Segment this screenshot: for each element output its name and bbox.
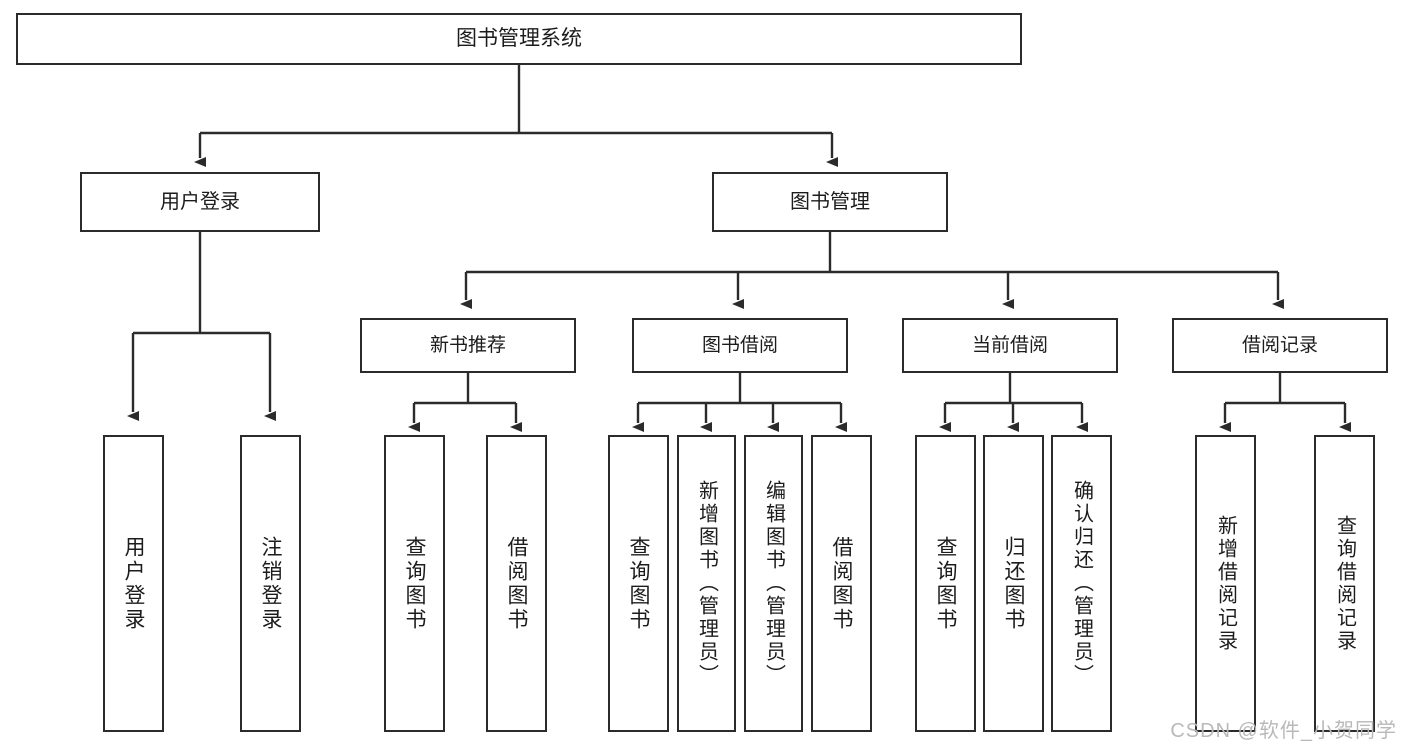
- node-leaf-borrow-book-1[interactable]: 借阅图书: [486, 435, 547, 732]
- watermark-text: CSDN @软件_小贺同学: [1170, 720, 1397, 742]
- node-borrow-record-label: 借阅记录: [1241, 334, 1318, 356]
- node-book-management-label: 图书管理: [790, 190, 870, 213]
- node-leaf-borrow-book-2[interactable]: 借阅图书: [811, 435, 872, 732]
- node-new-book-recommend-label: 新书推荐: [429, 334, 506, 356]
- node-leaf-query-book-1-label: 查询图书: [403, 535, 426, 632]
- node-leaf-return-book-label: 归还图书: [1002, 535, 1025, 632]
- node-leaf-logout-login-label: 注销登录: [259, 535, 282, 632]
- node-leaf-query-record[interactable]: 查询借阅记录: [1314, 435, 1375, 732]
- node-root-label: 图书管理系统: [456, 27, 582, 51]
- node-leaf-add-book[interactable]: 新增图书（管理员）: [677, 435, 736, 732]
- node-leaf-borrow-book-2-label: 借阅图书: [830, 535, 853, 632]
- node-leaf-add-book-label: 新增图书（管理员）: [695, 480, 718, 687]
- node-leaf-query-book-2[interactable]: 查询图书: [608, 435, 669, 732]
- node-leaf-add-record[interactable]: 新增借阅记录: [1195, 435, 1256, 732]
- node-leaf-return-book[interactable]: 归还图书: [983, 435, 1044, 732]
- node-leaf-query-book-2-label: 查询图书: [627, 535, 650, 632]
- node-leaf-confirm-return[interactable]: 确认归还（管理员）: [1051, 435, 1112, 732]
- node-leaf-user-login-label: 用户登录: [122, 535, 145, 632]
- node-user-login[interactable]: 用户登录: [80, 172, 320, 232]
- node-current-borrow[interactable]: 当前借阅: [902, 318, 1118, 373]
- node-leaf-logout-login[interactable]: 注销登录: [240, 435, 301, 732]
- node-leaf-query-book-3-label: 查询图书: [934, 535, 957, 632]
- node-leaf-query-book-3[interactable]: 查询图书: [915, 435, 976, 732]
- node-leaf-user-login[interactable]: 用户登录: [103, 435, 164, 732]
- node-book-borrow-label: 图书借阅: [701, 334, 778, 356]
- node-new-book-recommend[interactable]: 新书推荐: [360, 318, 576, 373]
- node-leaf-edit-book-label: 编辑图书（管理员）: [762, 480, 785, 687]
- node-leaf-add-record-label: 新增借阅记录: [1214, 514, 1237, 653]
- node-leaf-edit-book[interactable]: 编辑图书（管理员）: [744, 435, 803, 732]
- node-leaf-borrow-book-1-label: 借阅图书: [505, 535, 528, 632]
- node-root[interactable]: 图书管理系统: [16, 13, 1022, 65]
- node-user-login-label: 用户登录: [160, 190, 240, 213]
- node-borrow-record[interactable]: 借阅记录: [1172, 318, 1388, 373]
- node-book-management[interactable]: 图书管理: [712, 172, 948, 232]
- node-leaf-confirm-return-label: 确认归还（管理员）: [1070, 480, 1093, 687]
- node-current-borrow-label: 当前借阅: [971, 334, 1048, 356]
- node-leaf-query-record-label: 查询借阅记录: [1333, 514, 1356, 653]
- node-book-borrow[interactable]: 图书借阅: [632, 318, 848, 373]
- node-leaf-query-book-1[interactable]: 查询图书: [384, 435, 445, 732]
